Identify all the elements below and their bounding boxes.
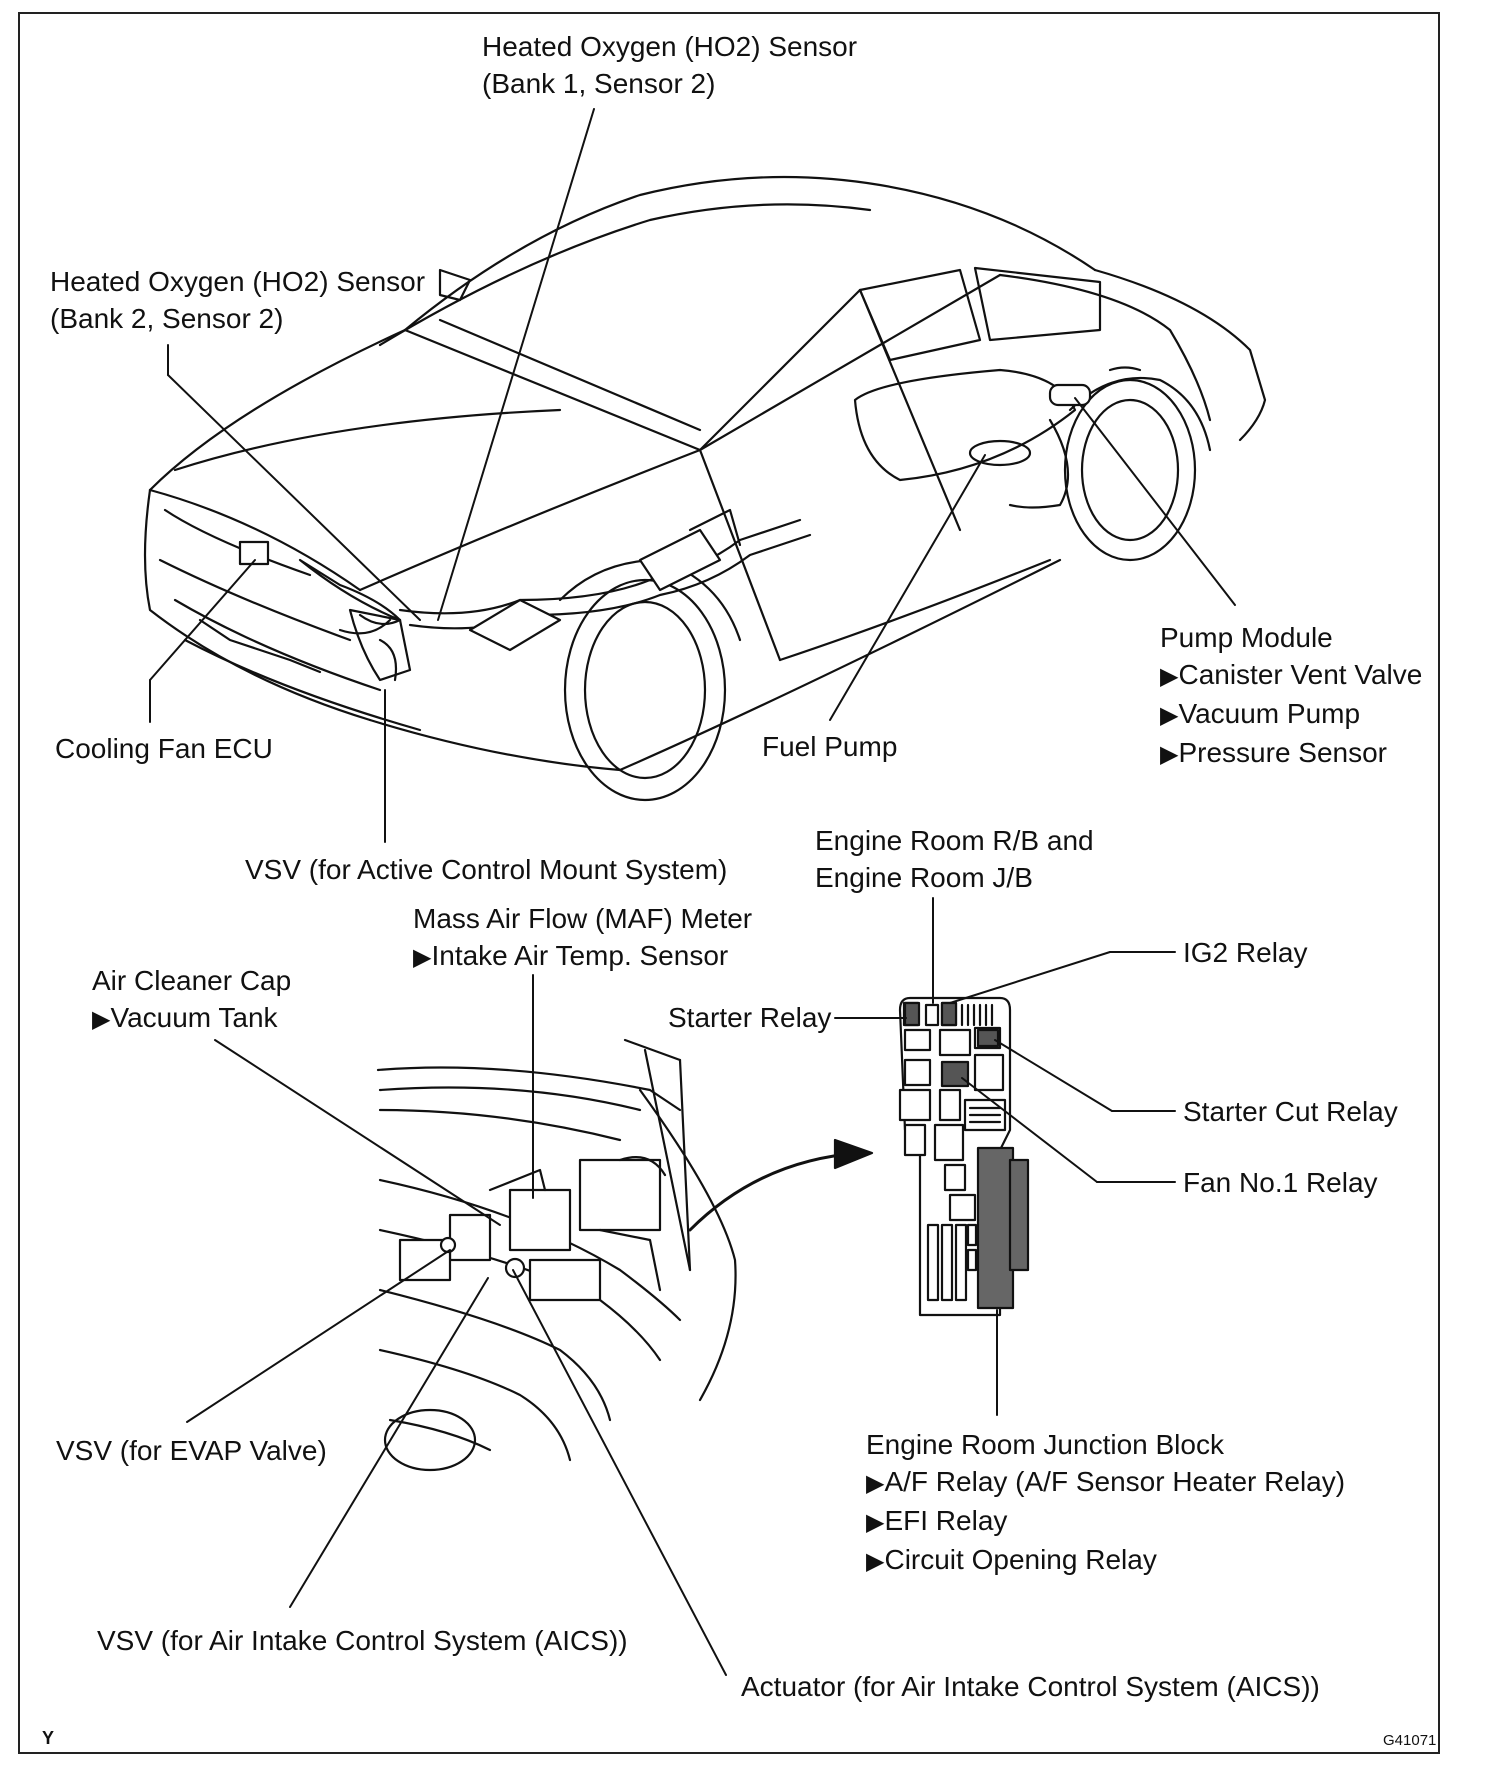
label-vsv-evap: VSV (for EVAP Valve) (56, 1435, 327, 1466)
label-ig2-relay: IG2 Relay (1183, 937, 1308, 968)
fuse-slots-top (960, 1003, 994, 1027)
maf-meter-title: Mass Air Flow (MAF) Meter (413, 903, 753, 934)
starter-relay-mark (903, 1001, 921, 1027)
label-actuator-aics: Actuator (for Air Intake Control System … (741, 1671, 1320, 1702)
bullet-arrow-icon: ▶ (866, 1509, 885, 1536)
maf-meter-item: ▶Intake Air Temp. Sensor (413, 940, 729, 971)
starter-cut-relay-mark (976, 1028, 1000, 1048)
pump-module-item-1: ▶Canister Vent Valve (1160, 659, 1423, 690)
junction-block-item-2: ▶EFI Relay (866, 1505, 1008, 1536)
relay-block (898, 996, 1030, 1317)
junction-block-title: Engine Room Junction Block (866, 1429, 1224, 1460)
relay-leader-lines (834, 897, 1176, 1416)
car-leader-lines (149, 108, 1236, 843)
engine-room-rb-line1: Engine Room R/B and (815, 825, 1094, 856)
figure-code: G41071 (1383, 1732, 1437, 1749)
pump-module-item-2: ▶Vacuum Pump (1160, 698, 1361, 729)
engine-room-illustration (376, 1038, 874, 1472)
label-ho2-b1s2-line1: Heated Oxygen (HO2) Sensor (482, 31, 858, 62)
bullet-arrow-icon: ▶ (866, 1548, 885, 1575)
bullet-arrow-icon: ▶ (1160, 702, 1179, 729)
pump-module-title: Pump Module (1160, 622, 1333, 653)
label-air-cleaner-cap: Air Cleaner Cap ▶Vacuum Tank (92, 962, 291, 1038)
label-vsv-active-control-mount: VSV (for Active Control Mount System) (245, 854, 728, 885)
ig2-relay-mark (940, 1001, 958, 1027)
engine-room-rb-line2: Engine Room J/B (815, 862, 1033, 893)
bullet-arrow-icon: ▶ (413, 944, 432, 971)
label-engine-room-rb-jb: Engine Room R/B and Engine Room J/B (815, 822, 1094, 896)
junction-block-item-1: ▶A/F Relay (A/F Sensor Heater Relay) (866, 1466, 1346, 1497)
label-ho2-bank1-sensor2: Heated Oxygen (HO2) Sensor (Bank 1, Sens… (482, 28, 857, 102)
junction-block-item-3: ▶Circuit Opening Relay (866, 1544, 1157, 1575)
label-maf-meter: Mass Air Flow (MAF) Meter ▶Intake Air Te… (413, 900, 752, 976)
label-fuel-pump: Fuel Pump (762, 731, 898, 762)
label-vsv-aics: VSV (for Air Intake Control System (AICS… (97, 1625, 628, 1656)
label-pump-module: Pump Module ▶Canister Vent Valve ▶Vacuum… (1160, 619, 1422, 773)
bullet-arrow-icon: ▶ (92, 1006, 111, 1033)
label-ho2-b2s2-line2: (Bank 2, Sensor 2) (50, 303, 284, 334)
bullet-arrow-icon: ▶ (1160, 741, 1179, 768)
label-engine-room-junction-block: Engine Room Junction Block ▶A/F Relay (A… (866, 1426, 1345, 1580)
fan-no1-relay-mark (940, 1060, 970, 1088)
label-ho2-b1s2-line2: (Bank 1, Sensor 2) (482, 68, 716, 99)
corner-letter: Y (42, 1728, 55, 1748)
diagram-frame (18, 12, 1440, 1754)
label-starter-cut-relay: Starter Cut Relay (1183, 1096, 1398, 1127)
car-illustration (143, 175, 1267, 802)
label-ho2-b2s2-line1: Heated Oxygen (HO2) Sensor (50, 266, 426, 297)
bullet-arrow-icon: ▶ (866, 1470, 885, 1497)
bullet-arrow-icon: ▶ (1160, 663, 1179, 690)
air-cleaner-cap-item: ▶Vacuum Tank (92, 1002, 278, 1033)
label-ho2-bank2-sensor2: Heated Oxygen (HO2) Sensor (Bank 2, Sens… (50, 263, 425, 337)
label-cooling-fan-ecu: Cooling Fan ECU (55, 733, 273, 764)
junction-block-mark (976, 1146, 1015, 1310)
label-fan-no1-relay: Fan No.1 Relay (1183, 1167, 1378, 1198)
air-cleaner-cap-title: Air Cleaner Cap (92, 965, 292, 996)
pump-module-item-3: ▶Pressure Sensor (1160, 737, 1388, 768)
engine-leader-lines (186, 974, 727, 1676)
label-starter-relay: Starter Relay (668, 1002, 832, 1033)
